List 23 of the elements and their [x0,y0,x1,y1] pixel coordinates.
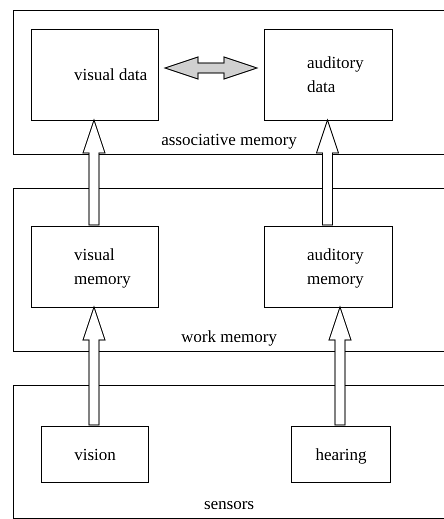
block-arrow [82,118,106,226]
box-label: hearing [314,444,368,466]
box-label: vision [73,444,117,466]
memory-band [13,188,444,352]
block-arrow [82,305,106,426]
box-label: visual memory [73,244,132,290]
memory-band [13,385,444,519]
block-arrow [328,305,352,426]
process-box [31,226,159,308]
process-box [41,426,149,483]
band-label: sensors [202,493,256,515]
process-box [264,226,393,308]
band-label: work memory [180,326,278,348]
box-label: visual data [73,64,148,86]
band-label: associative memory [160,129,298,151]
process-box [291,426,391,483]
process-box [264,29,393,121]
block-arrow [316,118,340,226]
box-label: auditory data [306,52,365,98]
memory-band [13,10,444,155]
box-label: auditory memory [306,244,365,290]
process-box [31,29,159,121]
double-arrow [163,56,259,80]
